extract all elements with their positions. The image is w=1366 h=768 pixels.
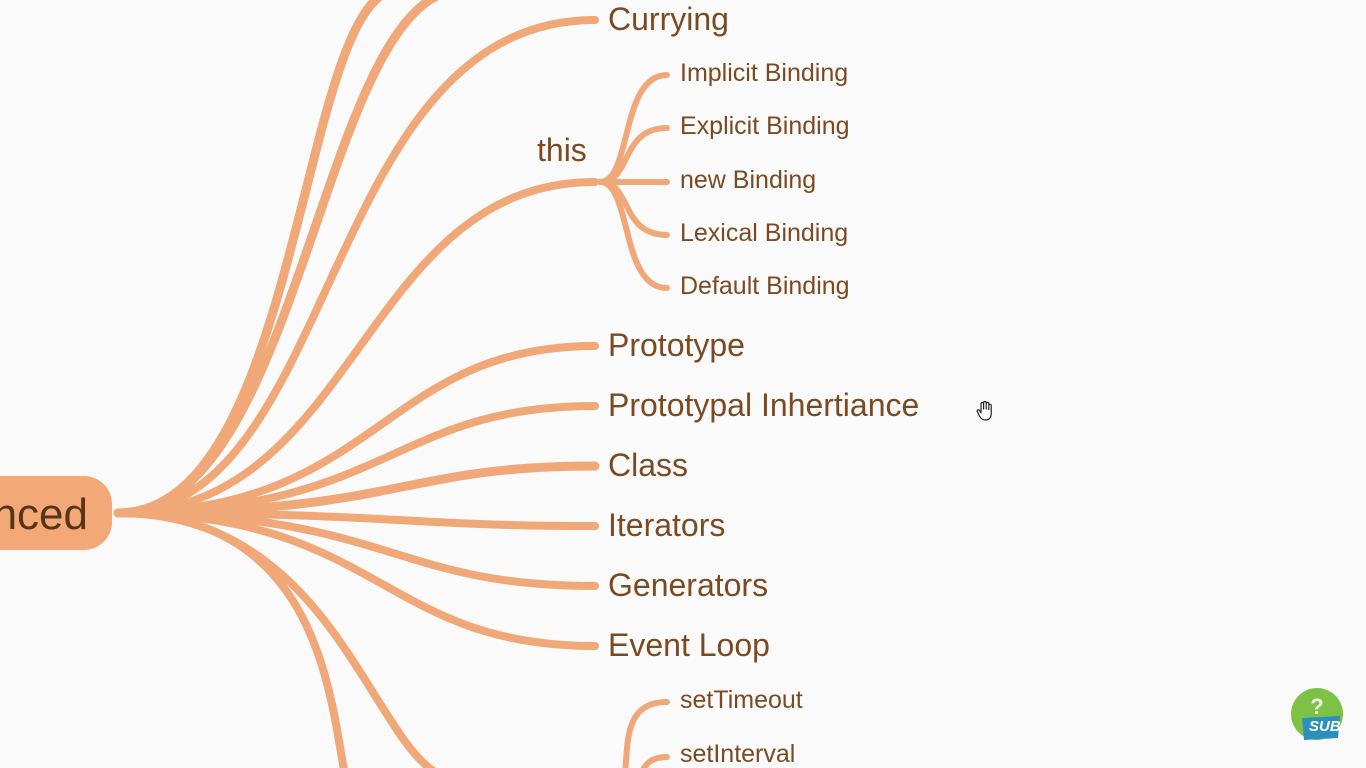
subscribe-badge-label: SUB: [1309, 718, 1341, 735]
subscribe-badge[interactable]: ? SUB: [1290, 688, 1344, 742]
svg-text:?: ?: [1310, 694, 1323, 719]
link-root-currying: [114, 16, 599, 517]
node-lexical-binding[interactable]: Lexical Binding: [680, 219, 849, 247]
node-settimeout[interactable]: setTimeout: [680, 686, 803, 714]
node-new-binding[interactable]: new Binding: [680, 166, 817, 194]
link-root-offscreen-4: [114, 509, 437, 768]
node-this[interactable]: this: [537, 132, 587, 168]
link-root-offscreen-2: [113, 0, 440, 518]
hand-cursor-icon: [976, 400, 992, 421]
root-node[interactable]: nced: [0, 476, 112, 550]
link-timers-setinterval: [640, 754, 670, 768]
node-event-loop[interactable]: Event Loop: [608, 627, 770, 663]
root-node-label: nced: [0, 490, 88, 539]
node-explicit-binding[interactable]: Explicit Binding: [680, 112, 850, 140]
link-root-eventloop: [114, 509, 599, 650]
node-setinterval[interactable]: setInterval: [680, 740, 796, 768]
node-class[interactable]: Class: [608, 447, 689, 483]
node-currying[interactable]: Currying: [608, 1, 729, 37]
subscribe-badge-icon: ?: [1291, 688, 1343, 740]
node-generators[interactable]: Generators: [608, 567, 769, 603]
link-root-offscreen-1: [113, 0, 383, 518]
link-this-default: [597, 179, 670, 291]
node-prototypal-inheritance[interactable]: Prototypal Inhertiance: [608, 387, 920, 423]
link-timers-settimeout: [622, 699, 670, 768]
node-default-binding[interactable]: Default Binding: [680, 272, 850, 300]
node-prototype[interactable]: Prototype: [608, 327, 745, 363]
link-root-this: [114, 178, 599, 517]
node-iterators[interactable]: Iterators: [608, 507, 726, 543]
node-implicit-binding[interactable]: Implicit Binding: [680, 59, 849, 87]
